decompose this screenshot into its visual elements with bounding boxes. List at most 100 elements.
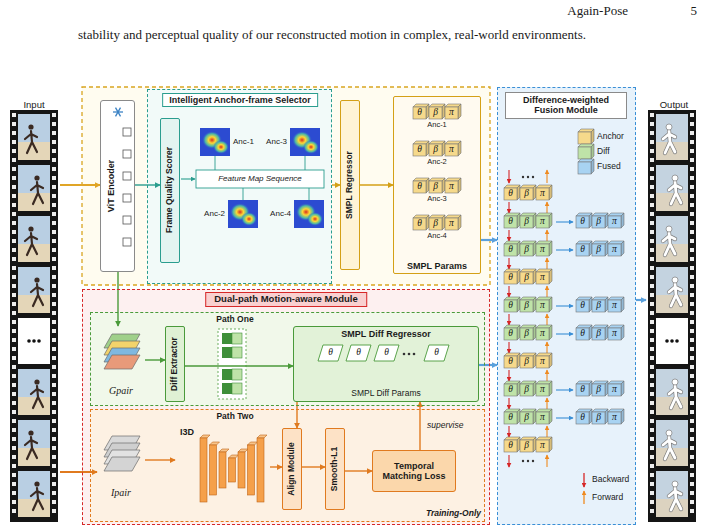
param-symbol: π: [612, 301, 617, 311]
cube-shade: [533, 409, 536, 424]
sprocket-hole: [12, 509, 16, 513]
sprocket-hole: [12, 230, 16, 234]
cube-front: [608, 244, 621, 256]
cube-front: [413, 144, 426, 156]
sprocket-hole: [12, 383, 16, 387]
sprocket-hole: [690, 176, 694, 180]
sprocket-hole: [12, 221, 16, 225]
sprocket-hole: [12, 239, 16, 243]
sprocket-hole: [52, 365, 56, 369]
cube-side: [533, 297, 536, 312]
sprocket-hole: [12, 266, 16, 270]
sprocket-hole: [52, 500, 56, 504]
sprocket-hole: [52, 239, 56, 243]
sprocket-hole: [650, 185, 654, 189]
sprocket-hole: [52, 131, 56, 135]
cube-side: [517, 409, 520, 424]
sprocket-hole: [52, 311, 56, 315]
sprocket-hole: [12, 491, 16, 495]
cube-shade: [591, 129, 594, 144]
cube-side: [605, 213, 608, 228]
fuse-arrow: [556, 389, 573, 390]
diff-feature-column: [218, 329, 246, 399]
sprocket-hole: [690, 302, 694, 306]
param-symbol: θ: [417, 145, 422, 155]
heatmap-ground: [228, 200, 258, 228]
param-symbol: π: [540, 301, 545, 311]
sprocket-hole: [650, 437, 654, 441]
param-symbol: π: [612, 329, 617, 339]
backward-arrow: [508, 230, 509, 241]
diff-cube: [504, 213, 520, 228]
sprocket-hole: [690, 455, 694, 459]
sprocket-hole: [52, 176, 56, 180]
param-symbol: θ: [508, 357, 513, 367]
cube-front: [576, 244, 589, 256]
node-fill: [165, 326, 185, 402]
sequence-art: [181, 156, 324, 200]
diff-param-plane: [424, 345, 449, 361]
sprocket-hole: [12, 149, 16, 153]
figure-head: [666, 124, 672, 130]
sprocket-hole: [650, 428, 654, 432]
cube-shade: [605, 325, 608, 340]
ellipsis-dot: [408, 353, 411, 356]
cube-side: [517, 241, 520, 256]
param-symbol: β: [524, 301, 529, 311]
cube-shade: [605, 409, 608, 424]
token-square: [123, 216, 131, 224]
forward-arrow: [546, 455, 547, 467]
cube-side: [426, 215, 429, 230]
cube-shade: [589, 297, 592, 312]
node-title: ViT Encoder: [106, 160, 116, 212]
figure-outline: [669, 182, 681, 204]
diff-cube: [520, 213, 536, 228]
token-square: [123, 128, 131, 136]
cube-front: [576, 412, 589, 424]
film-base: [648, 110, 696, 522]
node-title: I3D: [180, 427, 194, 437]
cube-side: [517, 437, 520, 452]
figure-outline: [669, 488, 681, 510]
mesh-figure: [663, 437, 675, 459]
sprocket-hole: [52, 320, 56, 324]
sprocket-hole: [52, 437, 56, 441]
image-pair-stack: Ipair: [97, 428, 145, 501]
cube-shade: [549, 241, 552, 256]
sprocket-hole: [52, 185, 56, 189]
sprocket-hole: [12, 122, 16, 126]
sprocket-hole: [52, 482, 56, 486]
heatmap-blob: [241, 212, 257, 226]
sprocket-hole: [690, 365, 694, 369]
sprocket-hole: [650, 383, 654, 387]
dual-path-region: GpairDiff ExtractorSMPL Diff RegressorSM…: [82, 289, 490, 525]
cube-side: [549, 297, 552, 312]
param-symbol: π: [540, 273, 545, 283]
param-symbol: θ: [580, 413, 585, 423]
cube-front: [536, 384, 549, 396]
ellipsis-dot: [27, 339, 31, 343]
cube-side: [517, 325, 520, 340]
cube-side: [549, 381, 552, 396]
mesh-figure: [669, 284, 681, 306]
sprocket-hole: [52, 338, 56, 342]
cube-side: [621, 409, 624, 424]
param-symbol: β: [433, 219, 438, 229]
cube-shade: [517, 269, 520, 284]
sprocket-hole: [690, 275, 694, 279]
sprocket-hole: [52, 329, 56, 333]
param-cube: [429, 215, 445, 230]
sprocket-hole: [650, 293, 654, 297]
sprocket-hole: [12, 446, 16, 450]
cube-front: [608, 412, 621, 424]
sprocket-hole: [12, 419, 16, 423]
cube-front: [520, 440, 533, 452]
output-filmstrip: Output: [646, 96, 702, 526]
param-cube: [429, 104, 445, 119]
sprocket-hole: [650, 482, 654, 486]
sprocket-hole: [690, 167, 694, 171]
param-cube: [445, 215, 461, 230]
param-symbol: π: [612, 217, 617, 227]
person-figure: [25, 437, 37, 459]
cube-front: [536, 216, 549, 228]
